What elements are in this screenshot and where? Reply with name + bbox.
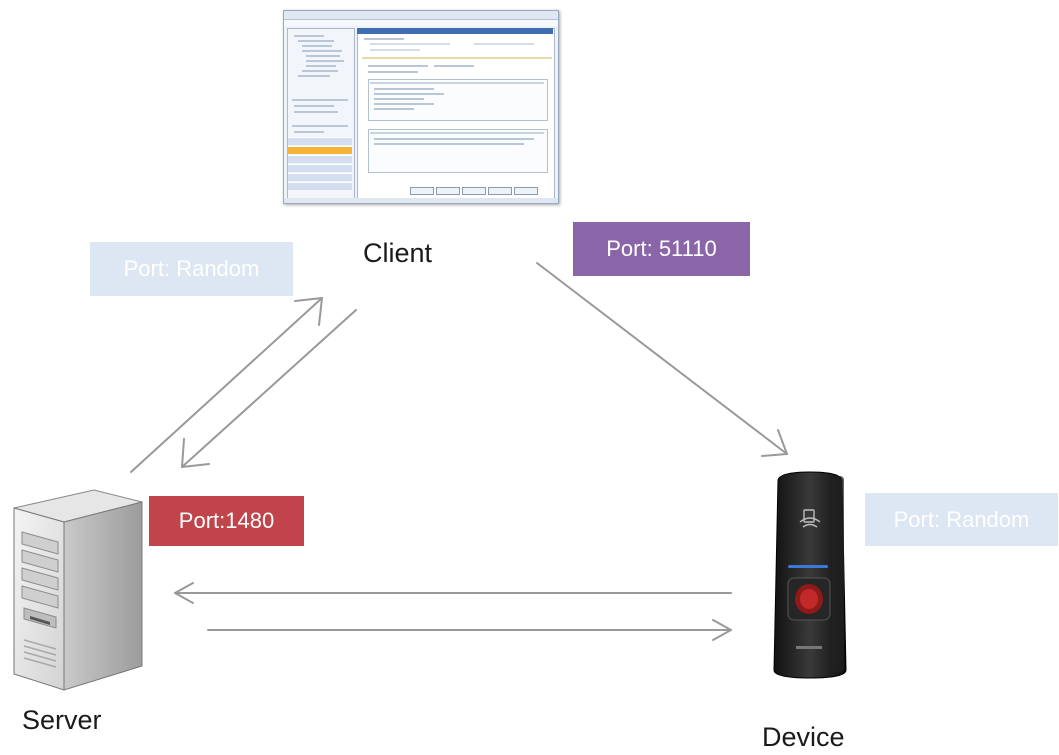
client-label: Client xyxy=(363,238,433,268)
port-badge-client-server: Port: Random xyxy=(90,242,293,296)
client-software-screenshot-icon xyxy=(283,10,559,204)
arrow-head-server-to-client xyxy=(294,297,323,326)
port-badge-client-device: Port: 51110 xyxy=(573,222,750,276)
port-badge-device: Port: Random xyxy=(865,493,1058,546)
arrow-server-to-client xyxy=(130,297,323,473)
fingerprint-reader-icon xyxy=(773,471,847,679)
device-label: Device xyxy=(762,722,845,752)
arrow-client-to-server xyxy=(181,309,357,468)
arrow-head-client-to-server xyxy=(181,438,210,468)
server-label: Server xyxy=(22,705,102,735)
arrow-head-device-to-server xyxy=(174,582,194,604)
arrow-head-client-to-device xyxy=(761,429,788,457)
arrow-client-to-device xyxy=(536,262,788,455)
server-tower-icon xyxy=(13,489,143,691)
port-badge-server: Port:1480 xyxy=(149,496,304,546)
arrow-head-server-to-device xyxy=(712,619,732,641)
